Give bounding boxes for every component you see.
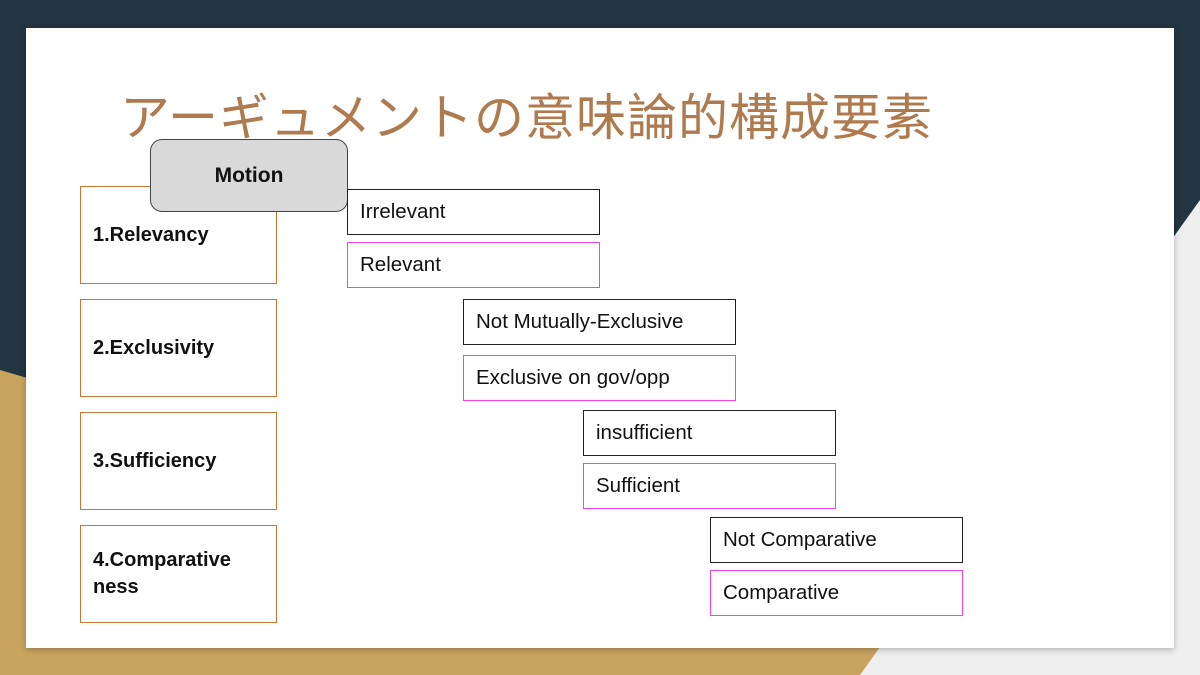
positive-box-sufficient: Sufficient [583, 463, 836, 509]
positive-box-comparative: Comparative [710, 570, 963, 616]
box-label: Exclusive on gov/opp [476, 366, 670, 389]
box-label: Irrelevant [360, 200, 446, 223]
box-label: Relevant [360, 253, 441, 276]
criterion-comparativeness: 4.Comparative ness [80, 525, 277, 623]
negative-box-irrelevant: Irrelevant [347, 189, 600, 235]
criterion-label: 2.Exclusivity [93, 336, 215, 359]
criterion-label: 1.Relevancy [93, 223, 209, 246]
negative-box-insufficient: insufficient [583, 410, 836, 456]
motion-label: Motion [214, 163, 284, 187]
criterion-sufficiency: 3.Sufficiency [80, 412, 277, 510]
box-label: Comparative [723, 581, 840, 604]
criterion-label-line1: 4.Comparative [93, 549, 231, 571]
box-label: Not Mutually-Exclusive [476, 310, 684, 333]
box-label: insufficient [596, 421, 693, 444]
criterion-label-line2: ness [93, 576, 139, 598]
positive-box-exclusive: Exclusive on gov/opp [463, 355, 736, 401]
motion-box: Motion [150, 139, 348, 212]
negative-box-not-mutually-exclusive: Not Mutually-Exclusive [463, 299, 736, 345]
slide-title: アーギュメントの意味論的構成要素 [120, 89, 933, 147]
negative-box-not-comparative: Not Comparative [710, 517, 963, 563]
positive-box-relevant: Relevant [347, 242, 600, 288]
box-label: Sufficient [596, 474, 680, 497]
box-label: Not Comparative [723, 528, 877, 551]
criterion-exclusivity: 2.Exclusivity [80, 299, 277, 397]
criterion-label: 3.Sufficiency [93, 449, 217, 472]
